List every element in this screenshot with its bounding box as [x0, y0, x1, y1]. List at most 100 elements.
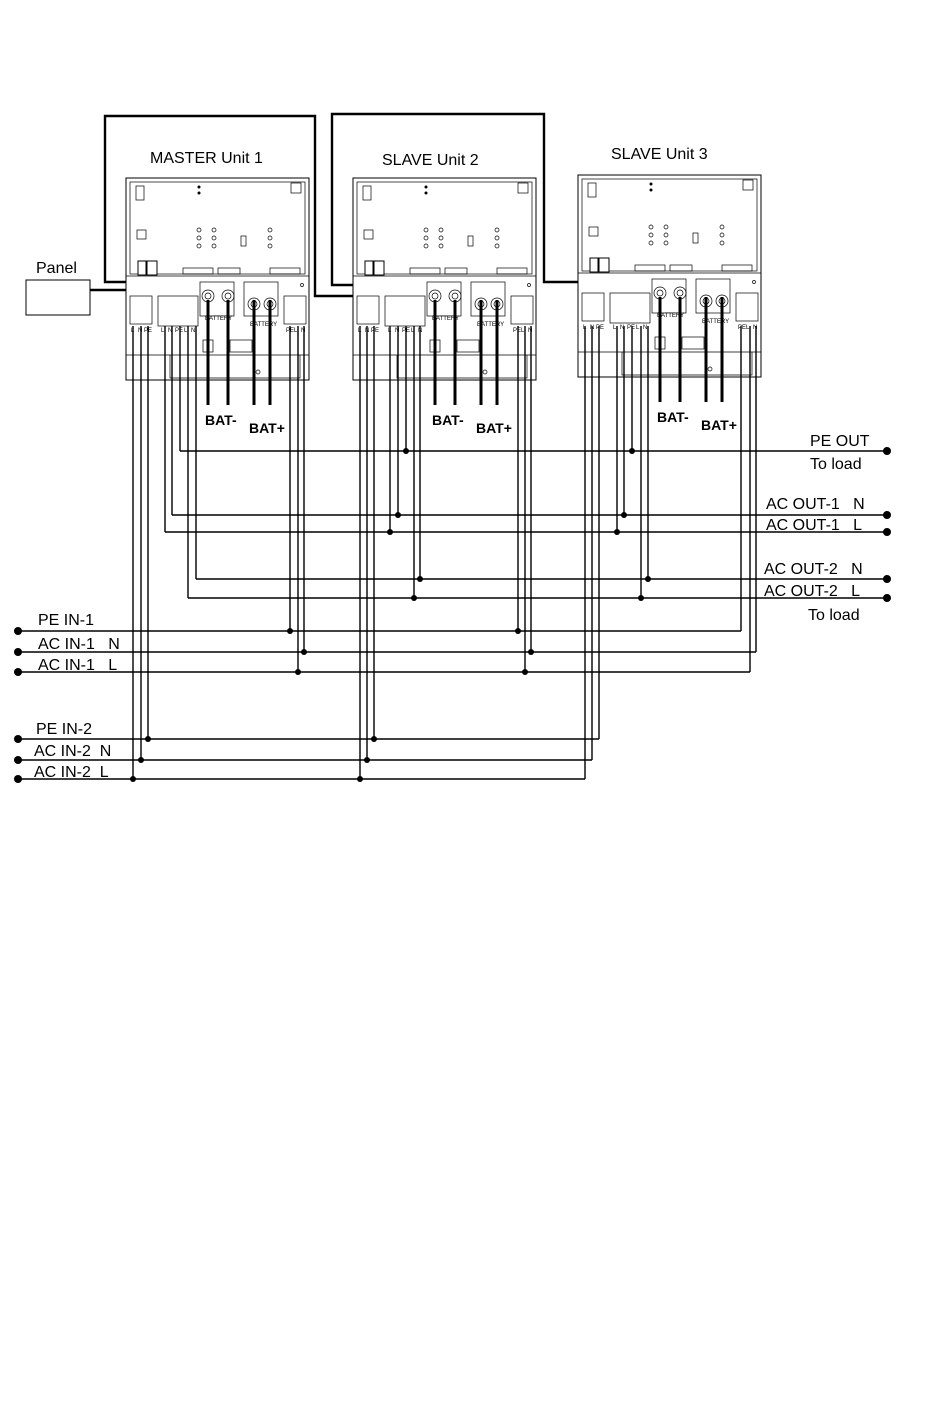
board-led: [267, 243, 273, 249]
bat-neg-label: BAT-: [657, 409, 689, 425]
output-terminal-dot: [883, 447, 891, 455]
junction-dot: [130, 776, 136, 782]
board-led: [649, 188, 653, 192]
board-header: [409, 267, 441, 275]
board-header: [217, 267, 241, 275]
battery-terminal-label: BATTERY: [702, 319, 729, 325]
output-terminal-dot: [883, 528, 891, 536]
battery-terminal-label: BATTERY: [477, 322, 504, 328]
ac-output-block: [157, 295, 199, 327]
comm-port: [373, 260, 385, 276]
junction-dot: [357, 776, 363, 782]
ac-in-2-l-label: AC IN-2 L: [34, 764, 109, 781]
board-header: [269, 267, 301, 275]
output-terminal-dot: [883, 594, 891, 602]
bat-pos-label: BAT+: [249, 420, 285, 436]
screw: [752, 280, 756, 284]
board-led: [663, 232, 669, 238]
board-led: [423, 235, 429, 241]
control-board: [129, 181, 306, 275]
bottom-cover: [169, 355, 301, 379]
ac-input2-block: [283, 295, 307, 325]
control-board: [356, 181, 533, 275]
control-board: [581, 178, 758, 272]
battery-pos-block: [243, 281, 279, 317]
terminal-letter: N: [753, 325, 757, 331]
junction-dot: [371, 736, 377, 742]
battery-terminal-label: BATTERY: [205, 316, 232, 322]
terminal-letter: N: [191, 328, 195, 334]
terminal-letter: L: [184, 328, 188, 334]
board-led: [719, 240, 725, 246]
ac-input-block: [356, 295, 380, 325]
board-led: [438, 243, 444, 249]
screw: [527, 283, 531, 287]
board-led: [196, 235, 202, 241]
bat-neg-label: BAT-: [205, 412, 237, 428]
ac-input2-block: [510, 295, 534, 325]
board-led: [494, 243, 500, 249]
comm-port: [137, 260, 147, 276]
panel: Panel: [25, 260, 91, 316]
bat-pos-label: BAT+: [476, 420, 512, 436]
input-terminal-dot: [14, 627, 22, 635]
small-connector: [456, 339, 480, 353]
junction-dot: [395, 512, 401, 518]
bat-neg-label: BAT-: [432, 412, 464, 428]
battery-stud-inner: [204, 292, 212, 300]
panel-label: Panel: [36, 260, 77, 277]
board-led: [211, 227, 217, 233]
to-load-label-1: To load: [810, 456, 862, 473]
board-header: [496, 267, 528, 275]
screw: [255, 369, 261, 375]
board-led: [267, 235, 273, 241]
unit-title: MASTER Unit 1: [150, 150, 263, 167]
board-header: [634, 264, 666, 272]
pe-out-label: PE OUT: [810, 433, 870, 450]
pe-in-1-label: PE IN-1: [38, 612, 94, 629]
battery-pos-block: [695, 278, 731, 314]
board-led: [648, 224, 654, 230]
terminal-letter: L: [294, 328, 298, 334]
junction-dot: [528, 649, 534, 655]
board-jumper: [692, 232, 699, 244]
board-led: [196, 227, 202, 233]
terminal-letter: N: [620, 325, 624, 331]
battery-pos-block: [470, 281, 506, 317]
comm-port: [598, 257, 610, 273]
junction-dot: [629, 448, 635, 454]
terminal-letter: N: [168, 328, 172, 334]
board-led: [196, 243, 202, 249]
board-led: [424, 191, 428, 195]
junction-dot: [301, 649, 307, 655]
unit-body: [577, 174, 762, 378]
board-led: [719, 232, 725, 238]
input-terminal-dot: [14, 756, 22, 764]
junction-dot: [138, 757, 144, 763]
board-led: [648, 240, 654, 246]
small-connector: [229, 339, 253, 353]
board-connector: [362, 185, 372, 201]
ac-out-2-l-label: AC OUT-2 L: [764, 583, 860, 600]
bottom-cover: [621, 352, 753, 376]
board-chip: [588, 226, 599, 237]
ac-in-2-n-label: AC IN-2 N: [34, 743, 111, 760]
terminal-letter: PE: [513, 328, 521, 334]
output-labels: PE OUT To load AC OUT-1 N AC OUT-1 L AC …: [764, 433, 870, 624]
junction-dot: [145, 736, 151, 742]
battery-terminal-label: BATTERY: [432, 316, 459, 322]
board-led: [494, 235, 500, 241]
screw: [482, 369, 488, 375]
terminal-letter: PE: [596, 325, 604, 331]
battery-terminal-label: BATTERY: [250, 322, 277, 328]
terminal-letter: PE: [627, 325, 635, 331]
ac-out-1-n-label: AC OUT-1 N: [766, 496, 865, 513]
input-terminal-dot: [14, 648, 22, 656]
board-header: [721, 264, 753, 272]
board-chip: [517, 182, 529, 194]
battery-stud-inner: [656, 289, 664, 297]
